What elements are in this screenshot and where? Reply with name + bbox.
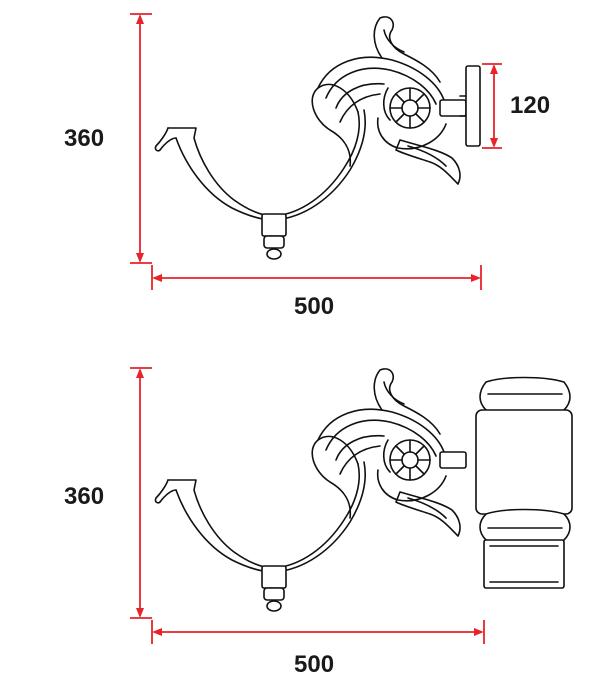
top-height-label: 360 (64, 125, 104, 152)
bottom-height-dimension (130, 367, 152, 619)
top-height-dimension (130, 13, 152, 264)
plate-height-label: 120 (510, 92, 550, 119)
bottom-bracket-drawing: 360 500 (64, 367, 573, 678)
bottom-height-label: 360 (64, 483, 104, 510)
bottom-width-dimension (151, 620, 485, 644)
top-bracket-drawing: 360 500 120 (64, 13, 550, 320)
wall-plate (465, 65, 481, 147)
post-collar (475, 376, 573, 589)
top-width-dimension (151, 265, 482, 290)
bottom-width-label: 500 (294, 651, 334, 678)
top-width-label: 500 (294, 293, 334, 320)
plate-height-dimension (482, 63, 502, 149)
